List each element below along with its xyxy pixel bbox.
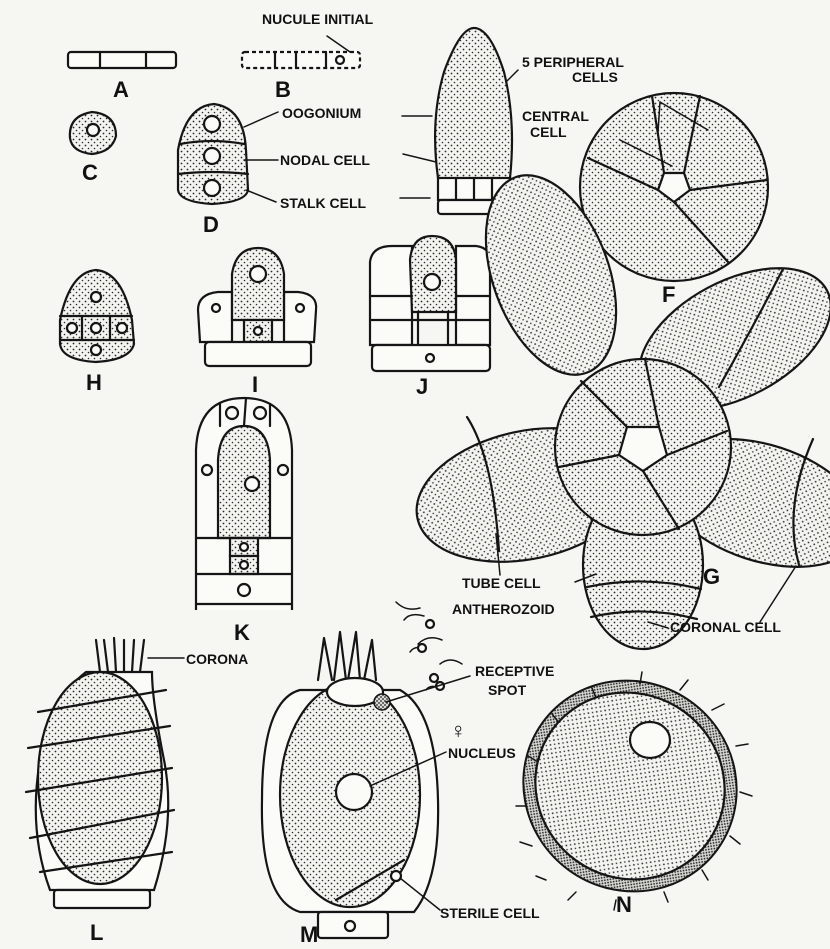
letter-b: B: [275, 77, 291, 102]
label-stalk-cell: STALK CELL: [280, 195, 367, 211]
label-receptive-1: RECEPTIVE: [475, 663, 554, 679]
letter-d: D: [203, 212, 219, 237]
stage-c: C: [70, 112, 116, 185]
letter-c: C: [82, 160, 98, 185]
label-antherozoid: ANTHEROZOID: [452, 601, 555, 617]
stage-d: OOGONIUM NODAL CELL STALK CELL D: [178, 104, 370, 237]
stage-k: K: [196, 398, 292, 645]
label-female-symbol: ♀: [450, 718, 467, 743]
label-nucule-initial: NUCULE INITIAL: [262, 11, 374, 27]
stage-m: ANTHEROZOID RECEPTIVE SPOT ♀ NUCLEUS STE…: [262, 601, 555, 947]
letter-f: F: [662, 282, 675, 307]
letter-g: G: [703, 564, 720, 589]
label-peripheral-cells-1: 5 PERIPHERAL: [522, 54, 624, 70]
stage-i: I: [198, 248, 316, 397]
letter-a: A: [113, 77, 129, 102]
label-coronal-cell: CORONAL CELL: [670, 619, 781, 635]
label-corona: CORONA: [186, 651, 248, 667]
letter-l: L: [90, 920, 103, 945]
stage-a: A: [68, 52, 176, 102]
letter-j: J: [416, 374, 428, 399]
letter-k: K: [234, 620, 250, 645]
label-receptive-2: SPOT: [488, 682, 527, 698]
stage-j: J: [370, 236, 490, 399]
letter-m: M: [300, 922, 318, 947]
label-peripheral-cells-2: CELLS: [572, 69, 618, 85]
label-nodal-cell: NODAL CELL: [280, 152, 370, 168]
letter-i: I: [252, 372, 258, 397]
label-oogonium: OOGONIUM: [282, 105, 361, 121]
stage-l: CORONA L: [26, 638, 248, 945]
label-central-cell-1: CENTRAL: [522, 108, 589, 124]
stage-h: H: [60, 270, 134, 395]
letter-n: N: [616, 892, 632, 917]
letter-h: H: [86, 370, 102, 395]
stage-b: NUCULE INITIAL B: [242, 11, 374, 102]
label-sterile-cell: STERILE CELL: [440, 905, 540, 921]
label-central-cell-2: CELL: [530, 124, 567, 140]
label-nucleus: NUCLEUS: [448, 745, 516, 761]
label-tube-cell: TUBE CELL: [462, 575, 541, 591]
